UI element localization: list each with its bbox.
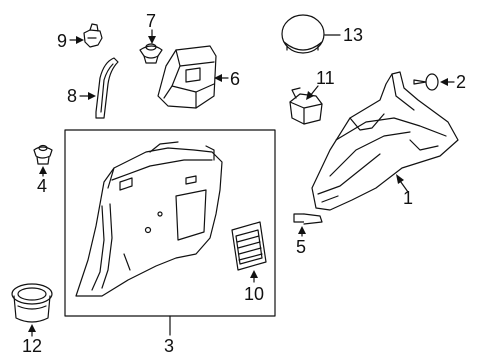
callout-11: 11 [316,68,335,88]
callout-6: 6 [230,69,241,89]
callout-4: 4 [37,176,48,196]
callout-7: 7 [146,11,157,31]
callout-3: 3 [164,336,175,356]
arrow-9 [76,36,84,44]
part-6-bracket [157,45,217,109]
part-12-cupholder [11,283,53,323]
part-3-panel [75,141,223,297]
callout-1: 1 [403,188,414,208]
part-1-trim [311,71,459,211]
part-13-cap [281,14,325,54]
callout-13: 13 [343,25,364,45]
part-5-bulb [293,213,323,225]
callout-8: 8 [67,86,78,106]
part-7-pin [139,43,163,64]
callout-2: 2 [456,72,467,92]
callout-10: 10 [244,284,265,304]
part-2-screw [413,73,439,91]
part-10-grille [231,221,267,271]
callout-5: 5 [296,237,307,257]
part-4-fastener [33,144,53,165]
part-8-strip [95,57,119,119]
part-9-clip [83,23,103,48]
callout-9: 9 [57,31,68,51]
callout-12: 12 [22,336,43,356]
part-11-bracket [289,87,323,125]
